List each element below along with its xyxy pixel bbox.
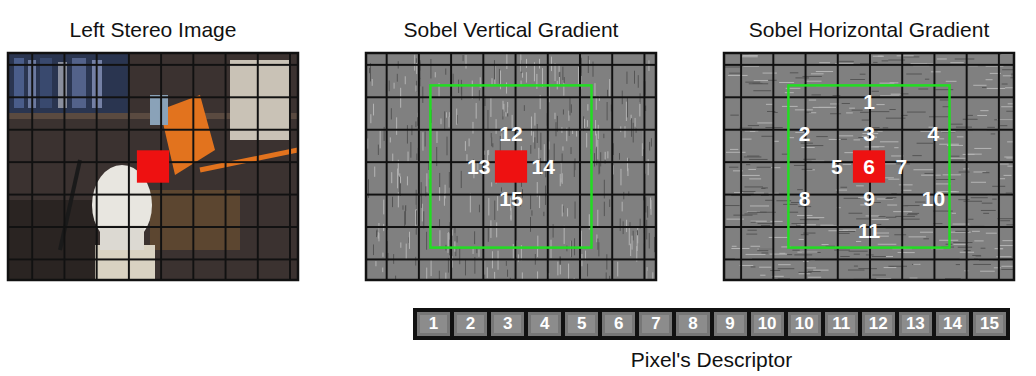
cell-number: 12 — [869, 314, 888, 334]
cell-number: 3 — [503, 314, 512, 334]
callout-number: 10 — [922, 187, 945, 210]
selected-pixel — [137, 150, 169, 182]
horizontal-gradient-image — [724, 53, 1014, 280]
gradient-background — [724, 53, 1014, 280]
cell-number: 4 — [540, 314, 549, 334]
descriptor-bar: Pixel's Descriptor1234567891010111213141… — [413, 308, 1010, 340]
neighbourhood-window — [430, 85, 591, 247]
cell-number: 13 — [906, 314, 925, 334]
descriptor-cell: 3 — [489, 310, 526, 338]
panel-title: Sobel Vertical Gradient — [404, 18, 619, 41]
descriptor-cell: 4 — [526, 310, 563, 338]
descriptor-cell: 11 — [823, 310, 860, 338]
callout-number: 2 — [799, 123, 811, 146]
grid — [8, 53, 298, 280]
cell-number: 8 — [688, 314, 697, 334]
descriptor-cell: 14 — [934, 310, 971, 338]
stereo-photo — [8, 53, 298, 280]
gradient-texture — [725, 54, 1014, 280]
selected-pixel — [495, 150, 527, 182]
cell-number: 5 — [577, 314, 586, 334]
cell-number: 7 — [651, 314, 660, 334]
callout-number: 1 — [863, 90, 875, 113]
grid — [724, 53, 1014, 280]
descriptor-cell: 9 — [712, 310, 749, 338]
callout-number: 8 — [799, 187, 811, 210]
descriptor-cell: 10 — [749, 310, 786, 338]
grid — [366, 53, 656, 280]
callout-number: 15 — [499, 187, 522, 210]
neighbourhood-window — [788, 85, 949, 247]
cell-number: 15 — [980, 314, 999, 334]
descriptor-cell: 5 — [563, 310, 600, 338]
descriptor-cell: 15 — [971, 310, 1008, 338]
callout-number: 7 — [895, 155, 907, 178]
panel-frame — [366, 53, 656, 280]
descriptor-cell: 13 — [897, 310, 934, 338]
callout-number: 4 — [928, 123, 940, 146]
callout-number: 11 — [858, 220, 880, 243]
descriptor-cell: 10 — [786, 310, 823, 338]
panel-title: Left Stereo Image — [70, 18, 237, 41]
descriptor-cell: 7 — [637, 310, 674, 338]
callout-number: 14 — [532, 155, 555, 178]
descriptor-cell: 12 — [860, 310, 897, 338]
cell-number: 11 — [832, 314, 850, 334]
vertical-gradient-image — [366, 53, 656, 280]
photo-background — [8, 53, 298, 280]
descriptor-caption: Pixel's Descriptor — [631, 348, 793, 372]
panel-frame — [724, 53, 1014, 280]
cell-number: 10 — [758, 314, 777, 334]
descriptor-cell: 1 — [415, 310, 452, 338]
panel-title: Sobel Horizontal Gradient — [749, 18, 989, 41]
callout-number: 12 — [499, 123, 522, 146]
cell-number: 1 — [429, 314, 438, 334]
panel-frame — [8, 53, 298, 280]
descriptor-cell: 2 — [452, 310, 489, 338]
cell-number: 9 — [725, 314, 734, 334]
callout-number: 9 — [863, 187, 875, 210]
descriptor-cell: 6 — [600, 310, 637, 338]
gradient-background — [366, 53, 656, 280]
cell-number: 14 — [943, 314, 962, 334]
callout-number: 3 — [863, 123, 875, 146]
callout-number: 13 — [467, 155, 490, 178]
callout-number: 6 — [863, 155, 875, 178]
descriptor-cell: 8 — [674, 310, 711, 338]
cell-number: 2 — [466, 314, 475, 334]
selected-pixel — [853, 150, 885, 182]
cell-number: 6 — [614, 314, 623, 334]
cell-number: 10 — [795, 314, 814, 334]
callout-number: 5 — [831, 155, 843, 178]
